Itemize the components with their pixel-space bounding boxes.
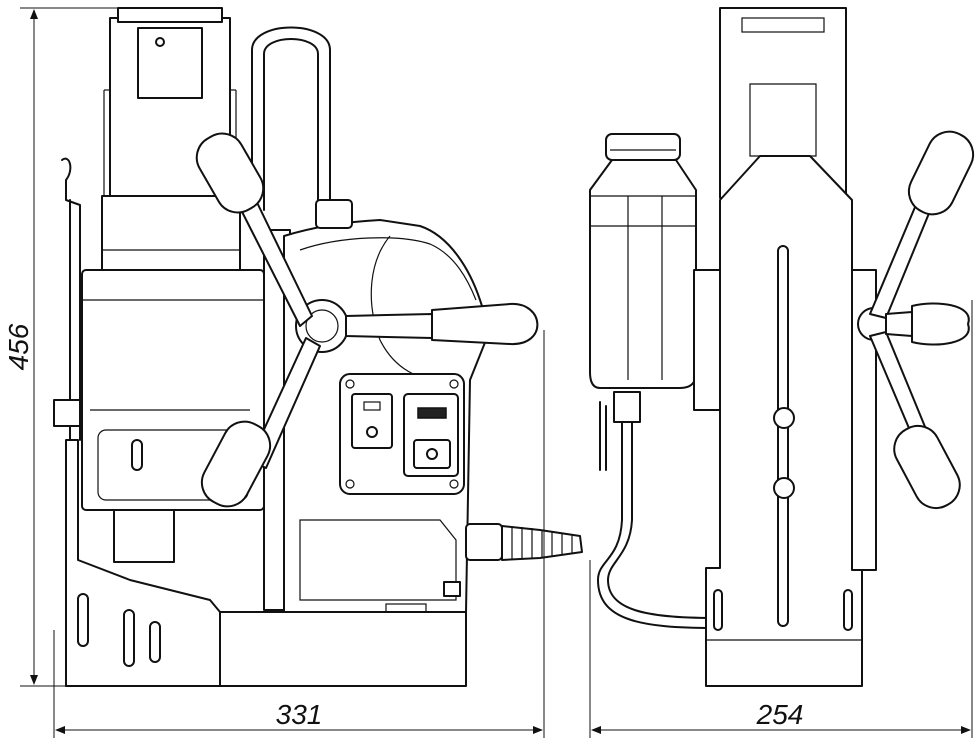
side-coolant-hose bbox=[597, 421, 715, 629]
side-handle-right bbox=[885, 311, 913, 337]
side-handle-knob-lower[interactable] bbox=[887, 418, 968, 516]
side-screw-lower bbox=[773, 477, 795, 499]
front-handle-knob-lower[interactable] bbox=[194, 414, 278, 514]
side-coolant-valve[interactable] bbox=[613, 391, 641, 423]
side-coolant-cap[interactable] bbox=[605, 133, 681, 161]
width-front-label: 331 bbox=[276, 699, 323, 730]
dimension-width-side: 254 bbox=[589, 300, 973, 738]
width-side-label: 254 bbox=[756, 699, 804, 730]
front-view-drill bbox=[53, 7, 583, 687]
dimension-width-front: 331 bbox=[53, 330, 545, 738]
side-carriage-box bbox=[693, 269, 721, 411]
side-coolant-bottle bbox=[589, 159, 697, 389]
front-handle-right bbox=[345, 313, 433, 339]
side-screw-upper bbox=[773, 407, 795, 429]
front-base-plate bbox=[65, 439, 221, 687]
side-view-drill bbox=[589, 7, 979, 687]
front-cable-gland bbox=[315, 199, 353, 229]
height-label: 456 bbox=[3, 323, 34, 370]
side-handle-lower bbox=[869, 331, 929, 441]
front-guard-clamp bbox=[53, 399, 81, 427]
front-cable-inlet bbox=[465, 523, 503, 561]
side-handle-knob-upper[interactable] bbox=[901, 124, 979, 221]
side-handle-knob-right[interactable] bbox=[911, 302, 970, 346]
side-handle-upper bbox=[869, 199, 933, 319]
front-motor-cap bbox=[117, 7, 223, 23]
front-motor-label bbox=[137, 27, 203, 99]
side-slide-slot bbox=[777, 245, 789, 627]
front-motor-lower bbox=[101, 195, 241, 271]
front-motor-switch[interactable] bbox=[351, 393, 393, 449]
front-chip-guard bbox=[61, 157, 81, 441]
front-handle-knob-upper[interactable] bbox=[189, 125, 272, 220]
front-arbor bbox=[113, 509, 175, 563]
front-handle-knob-right[interactable] bbox=[431, 302, 539, 346]
dimension-height: 456 bbox=[3, 7, 120, 687]
front-cable-hook bbox=[251, 26, 331, 211]
